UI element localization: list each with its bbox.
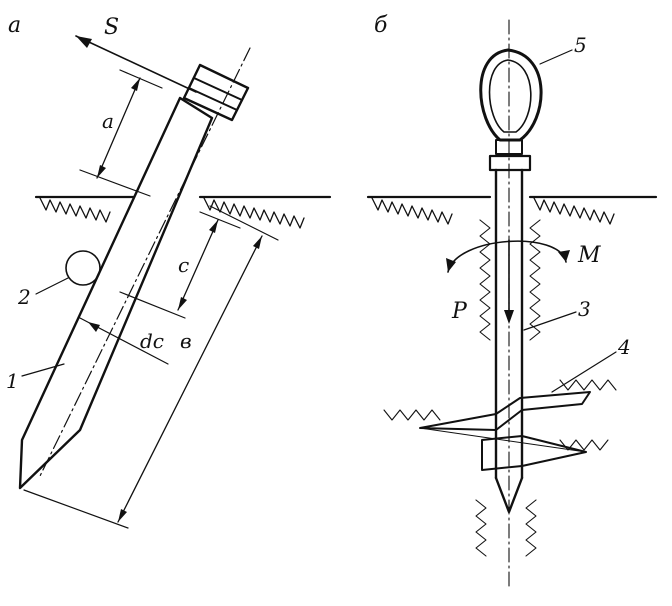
- panel-a: a S: [6, 13, 332, 529]
- callout-4: 4: [551, 335, 631, 393]
- callout-1: 1: [6, 363, 65, 393]
- inclined-pile: [18, 47, 251, 490]
- dimension-dc-label: dc: [140, 329, 164, 353]
- dimension-c-label: c: [178, 253, 189, 277]
- screw-pile-shaft: [494, 19, 524, 591]
- callout-2: 2: [17, 250, 101, 309]
- panel-b: б 5: [366, 13, 658, 591]
- load-p-arrow: P: [451, 239, 514, 324]
- ground-surface-b: [366, 195, 658, 225]
- dimension-dc: dc: [79, 317, 169, 365]
- callout-1-label: 1: [6, 369, 19, 393]
- panel-a-label: a: [8, 13, 21, 38]
- dimension-c: c: [119, 211, 241, 319]
- moment-m-label: M: [577, 243, 601, 268]
- panel-b-label: б: [374, 13, 388, 38]
- dimension-b-label: в: [180, 329, 192, 353]
- moment-m-arrow: M: [446, 240, 601, 273]
- dimension-b: в: [23, 205, 279, 529]
- callout-4-label: 4: [617, 335, 631, 359]
- force-s-arrow: S: [75, 15, 197, 93]
- lifting-loop: [479, 48, 543, 172]
- dimension-a: a: [79, 69, 163, 197]
- force-s-label: S: [104, 15, 119, 40]
- callout-5-label: 5: [574, 33, 587, 57]
- screw-blade: [419, 391, 591, 471]
- disturbed-soil: [383, 219, 617, 557]
- callout-2-label: 2: [17, 285, 31, 309]
- callout-3: 3: [523, 297, 591, 331]
- ground-surface-a: [34, 195, 332, 229]
- pile-cap: [182, 63, 250, 122]
- callout-5: 5: [539, 33, 587, 65]
- dimension-a-label: a: [102, 109, 114, 133]
- callout-3-label: 3: [578, 297, 591, 321]
- load-p-label: P: [451, 299, 468, 324]
